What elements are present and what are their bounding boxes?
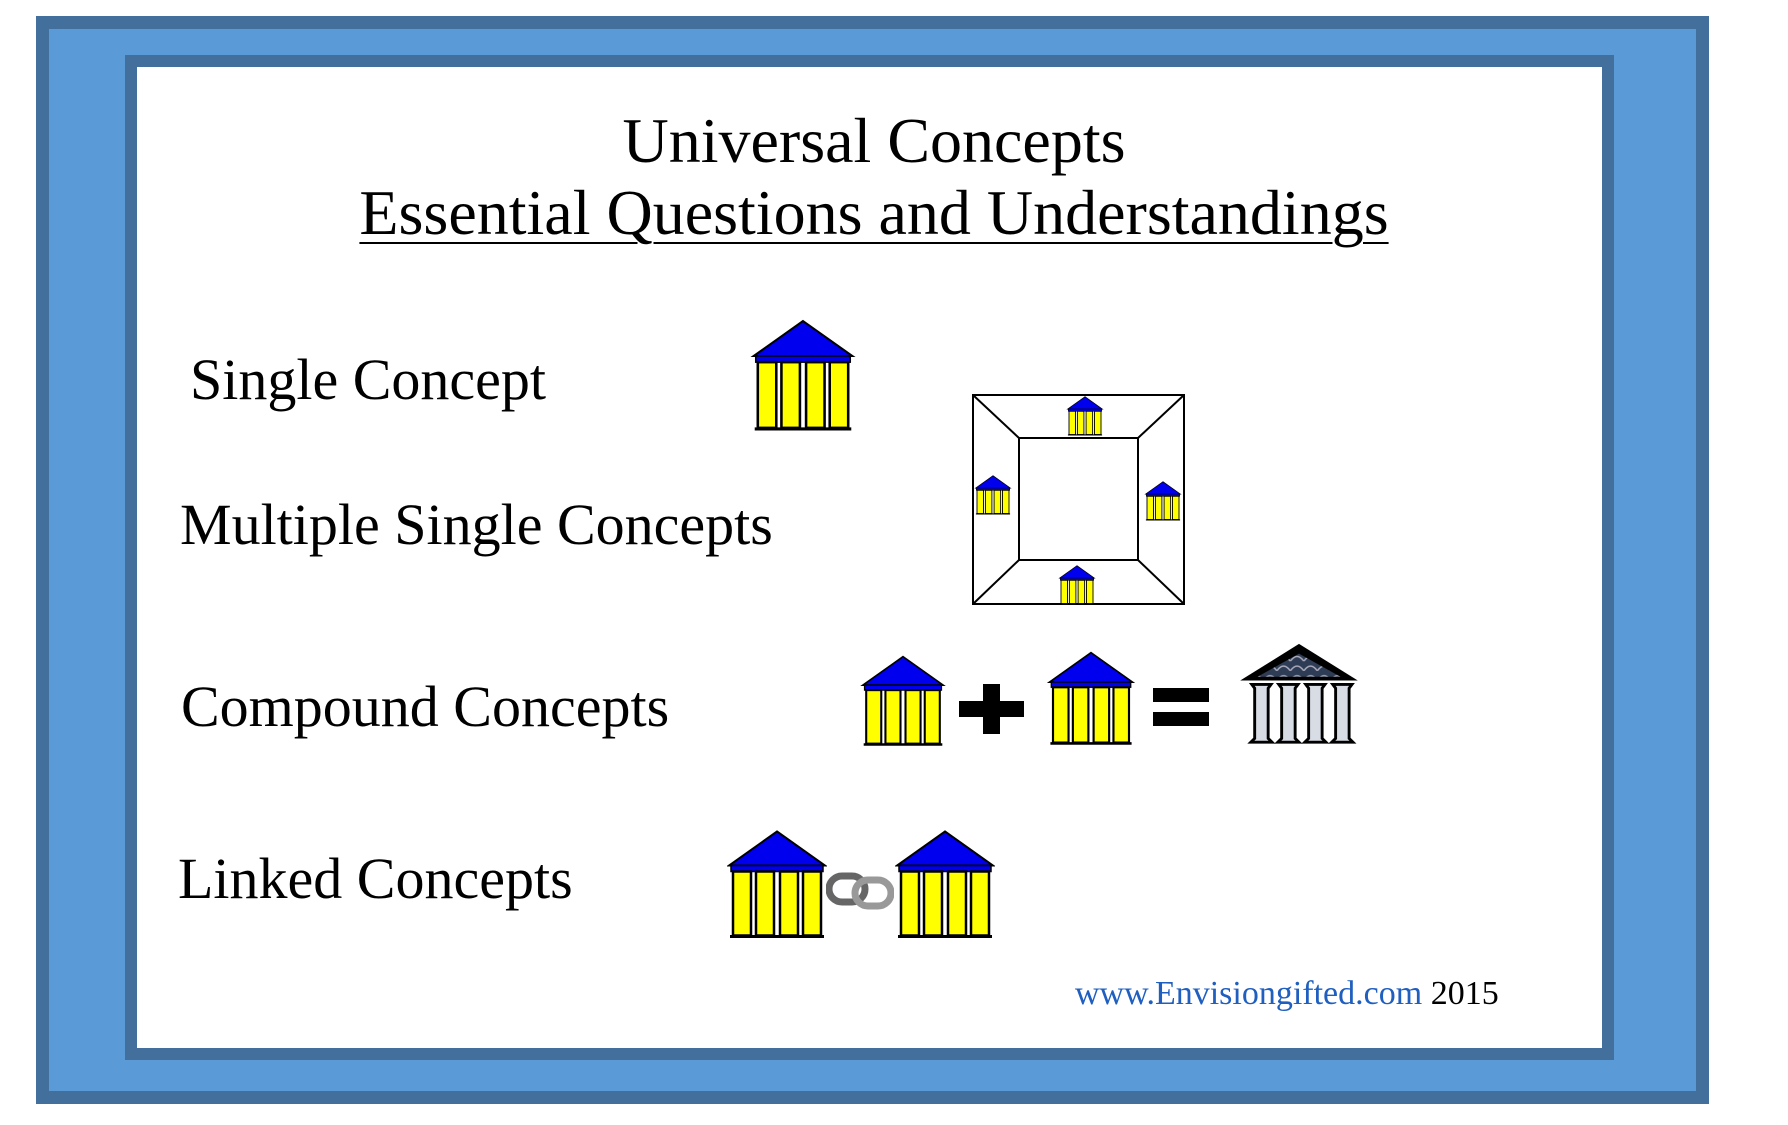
equals-icon — [1153, 688, 1209, 726]
label-multiple-single-concepts: Multiple Single Concepts — [180, 492, 773, 557]
temple-icon — [969, 475, 1017, 515]
temple-icon — [1041, 651, 1141, 746]
temple-icon — [853, 655, 953, 747]
temple-icon — [727, 828, 827, 941]
page-title: Universal Concepts — [622, 105, 1126, 176]
label-single-concept: Single Concept — [190, 347, 547, 412]
year: 2015 — [1430, 975, 1499, 1012]
temple-icon — [1061, 396, 1109, 436]
temple-icon — [1139, 481, 1187, 521]
chain-link-icon — [826, 872, 894, 910]
plus-icon — [959, 684, 1024, 734]
temple-icon — [750, 319, 856, 432]
website-link[interactable]: www.Envisiongifted.com — [1075, 975, 1423, 1012]
combined-temple-icon — [1234, 642, 1364, 748]
footer: www.Envisiongifted.com 2015 — [1075, 975, 1499, 1013]
label-linked-concepts: Linked Concepts — [178, 846, 573, 911]
temple-icon — [895, 828, 995, 941]
label-compound-concepts: Compound Concepts — [181, 674, 670, 739]
temple-icon — [1053, 565, 1101, 605]
content-panel — [125, 55, 1614, 1060]
page-subtitle: Essential Questions and Understandings — [359, 177, 1389, 248]
